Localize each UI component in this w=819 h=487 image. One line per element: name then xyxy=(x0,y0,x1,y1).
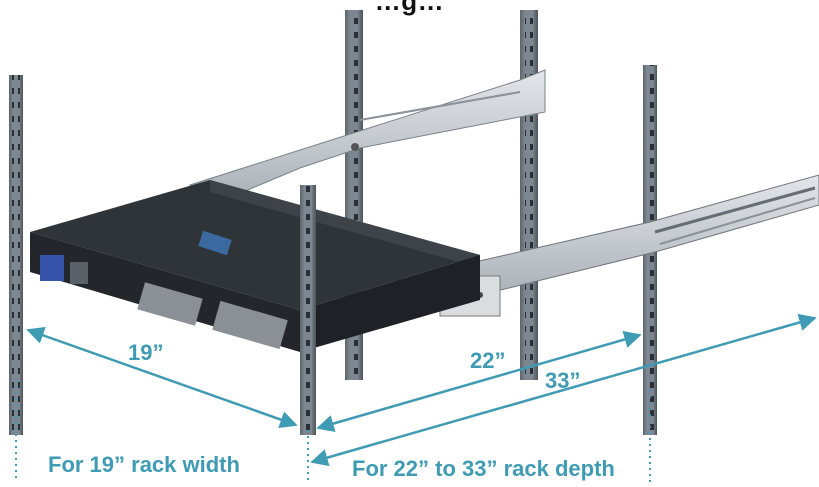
dimension-arrows xyxy=(26,313,817,467)
switch-chassis xyxy=(30,180,480,352)
reference-lines xyxy=(15,380,651,482)
power-supply-icon xyxy=(40,255,88,284)
width-arrow xyxy=(26,327,298,428)
front-rack-post-left xyxy=(9,75,23,435)
depth-max-arrow xyxy=(310,313,817,467)
width-dimension-label: 19” xyxy=(128,340,164,365)
front-rack-post-right xyxy=(300,185,316,435)
rear-rack-post-right xyxy=(520,10,538,380)
width-caption: For 19” rack width xyxy=(48,452,240,477)
figure-title: …g… xyxy=(374,0,445,16)
lower-slide-rail xyxy=(403,174,819,317)
depth-caption: For 22” to 33” rack depth xyxy=(352,456,615,481)
depth-max-dimension-label: 33” xyxy=(545,368,581,393)
depth-min-dimension-label: 22” xyxy=(470,348,506,373)
upper-slide-rail xyxy=(189,69,546,211)
